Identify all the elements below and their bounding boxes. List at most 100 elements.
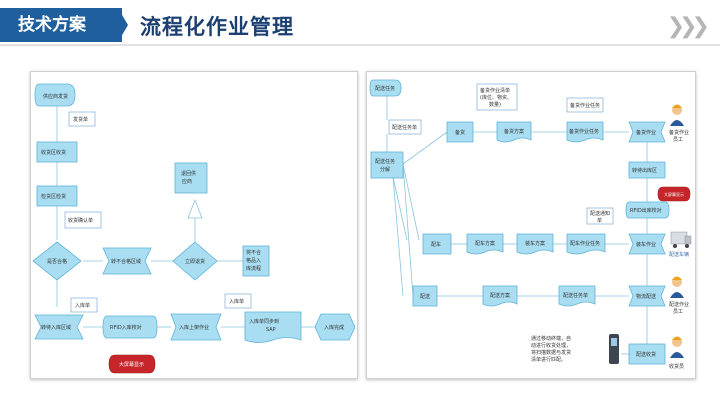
node-rfid-outbound-check: RFID出库校对: [625, 201, 670, 219]
node-shelving-operation: 入库上架作业: [170, 313, 222, 341]
node-delivery-order: 配送任务单: [558, 285, 596, 307]
node-supplier-ship: 供应商发货: [34, 83, 76, 107]
svg-text:入库单同步到: 入库单同步到: [249, 318, 279, 325]
svg-text:发货单: 发货单: [73, 116, 88, 123]
svg-text:格品入: 格品入: [246, 257, 261, 264]
svg-text:单: 单: [597, 217, 602, 224]
svg-text:大屏幕显示: 大屏幕显示: [664, 191, 684, 197]
node-big-screen-display: 大屏幕显示: [657, 186, 691, 202]
node-pending-outbound-zone: 转待出库区: [628, 161, 666, 179]
delivery-staff-icon: 配送作业 员工: [669, 276, 689, 315]
svg-text:备货作业: 备货作业: [636, 129, 656, 136]
svg-text:装车作业: 装车作业: [636, 241, 656, 248]
svg-text:数量): 数量): [489, 101, 501, 108]
svg-text:RFID入库校对: RFID入库校对: [110, 324, 142, 331]
outbound-flowchart: 配送任务 配送任务单 配送任务 分解 备货作业清单 (库位、物资、 数量) 备货…: [369, 79, 692, 370]
inbound-flowchart: 供应商发货 发货单 收货区收货 检货区检货 收货确认单 是否合格 转不合格区域 …: [32, 83, 356, 374]
svg-text:配送收货: 配送收货: [636, 351, 656, 358]
inbound-flowchart-panel: 供应商发货 发货单 收货区收货 检货区检货 收货确认单 是否合格 转不合格区域 …: [30, 71, 358, 379]
svg-text:装车方案: 装车方案: [525, 240, 545, 247]
node-receiving-area: 收货区收货: [36, 141, 78, 163]
svg-text:员工: 员工: [673, 137, 683, 143]
node-delivery-plan: 配送方案: [482, 285, 518, 307]
svg-text:配送任务: 配送任务: [375, 85, 395, 92]
picking-staff-icon: 备货作业 员工: [669, 104, 689, 143]
svg-text:(库位、物资、: (库位、物资、: [480, 94, 512, 101]
svg-text:将扫描数据与发货: 将扫描数据与发货: [531, 349, 571, 356]
node-inbound-complete: 入库完成: [314, 313, 356, 341]
svg-text:备货: 备货: [455, 129, 465, 136]
node-delivery-task: 配送任务: [369, 79, 402, 97]
svg-text:配车方案: 配车方案: [475, 240, 495, 247]
node-inbound-order: 入库单: [70, 297, 98, 313]
svg-text:配送: 配送: [420, 293, 430, 300]
node-rfid-inbound-check: RFID入库校对: [102, 315, 158, 339]
node-pending-inbound-zone: 转待入库区域: [34, 314, 84, 340]
svg-text:转待出库区: 转待出库区: [632, 167, 657, 174]
node-return-supplier: 退回供 应商: [174, 162, 208, 194]
node-sync-to-sap: 入库单同步到 SAP: [244, 311, 302, 343]
svg-text:配送方案: 配送方案: [490, 292, 510, 299]
delivery-truck-icon: 配送车辆: [669, 231, 692, 258]
node-loading-operation: 装车作业: [628, 233, 666, 255]
node-delivery-task-sheet: 配送任务单: [388, 119, 422, 135]
page-title: 流程化作业管理: [140, 15, 294, 39]
svg-text:备货方案: 备货方案: [504, 128, 524, 135]
svg-text:备货作业: 备货作业: [669, 129, 689, 136]
node-unqualified-zone: 转不合格区域: [102, 247, 152, 275]
node-picking: 备货: [446, 121, 474, 143]
svg-text:配车作业任务: 配车作业任务: [570, 240, 600, 247]
svg-text:将不合: 将不合: [246, 249, 261, 256]
header-divider: [0, 44, 720, 46]
svg-text:备货作业任务: 备货作业任务: [570, 102, 600, 109]
svg-text:配车: 配车: [431, 241, 441, 248]
svg-text:配送作业: 配送作业: [669, 301, 689, 308]
node-picking-task: 备货作业任务: [566, 121, 604, 143]
node-delivery-task-split: 配送任务 分解: [370, 151, 404, 179]
svg-text:大屏幕显示: 大屏幕显示: [119, 361, 144, 368]
node-picking-task-note: 备货作业任务: [566, 97, 604, 113]
svg-text:配送任务: 配送任务: [375, 158, 395, 165]
svg-text:是否合格: 是否合格: [47, 258, 67, 265]
svg-text:检货区检货: 检货区检货: [41, 193, 66, 200]
svg-text:入库单: 入库单: [75, 302, 90, 309]
svg-text:RFID出库校对: RFID出库校对: [630, 207, 662, 214]
svg-text:收货员: 收货员: [669, 363, 684, 370]
svg-text:退回供: 退回供: [181, 170, 196, 177]
node-vehicle-task: 配车作业任务: [566, 233, 606, 255]
node-picking-list: 备货作业清单 (库位、物资、 数量): [476, 83, 518, 111]
svg-text:配送任务单: 配送任务单: [392, 124, 417, 131]
svg-text:转待入库区域: 转待入库区域: [41, 324, 71, 331]
svg-text:通过移动终端，自: 通过移动终端，自: [531, 335, 571, 342]
svg-text:物流配送: 物流配送: [636, 293, 656, 300]
node-logistics-delivery: 物流配送: [628, 285, 666, 307]
receiver-staff-icon: 收货员: [669, 336, 684, 370]
svg-text:收货确认单: 收货确认单: [68, 217, 93, 224]
node-delivery-note: 发货单: [68, 111, 96, 127]
node-inbound-order-2: 入库单: [224, 293, 252, 309]
node-qualified-decision: 是否合格: [32, 241, 82, 281]
svg-text:配送任务单: 配送任务单: [563, 292, 588, 299]
node-vehicle-plan: 配车方案: [466, 233, 504, 255]
node-delivery-notice: 配送通知 单: [586, 207, 614, 225]
svg-text:立即退货: 立即退货: [185, 258, 205, 265]
mobile-terminal-note: 通过移动终端，自 动进行收货处理， 将扫描数据与发货 清单进行匹配。: [531, 335, 571, 363]
section-tag-notch: [118, 8, 128, 42]
svg-text:员工: 员工: [673, 309, 683, 315]
svg-text:入库单: 入库单: [229, 298, 244, 305]
outbound-flowchart-panel: 配送任务 配送任务单 配送任务 分解 备货作业清单 (库位、物资、 数量) 备货…: [366, 71, 696, 379]
svg-text:库流程: 库流程: [246, 265, 261, 272]
svg-text:收货区收货: 收货区收货: [41, 149, 66, 156]
svg-text:入库上架作业: 入库上架作业: [179, 324, 209, 331]
svg-text:备货作业任务: 备货作业任务: [569, 128, 599, 135]
svg-text:备货作业清单: 备货作业清单: [480, 87, 510, 94]
node-picking-plan: 备货方案: [496, 121, 532, 143]
node-delivery: 配送: [412, 285, 438, 307]
node-inspection-area: 检货区检货: [36, 185, 78, 207]
node-unqualified-stock-flow: 将不合 格品入 库流程: [242, 245, 270, 277]
node-delivery-receipt: 配送收货: [628, 343, 666, 365]
svg-text:入库完成: 入库完成: [324, 324, 344, 331]
svg-text:SAP: SAP: [266, 327, 276, 333]
svg-text:分解: 分解: [380, 166, 390, 173]
svg-text:配送车辆: 配送车辆: [669, 251, 689, 258]
